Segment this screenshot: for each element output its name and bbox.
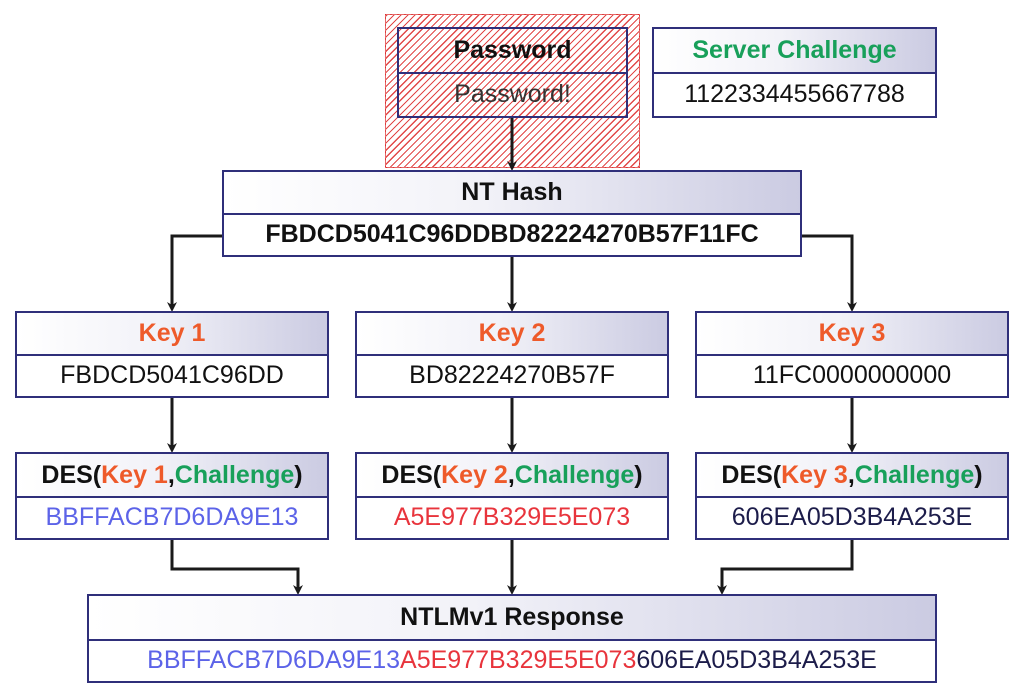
des3-suffix: ) <box>974 460 983 489</box>
des3-separator: , <box>847 460 855 489</box>
nt-hash-title: NT Hash <box>224 172 800 215</box>
des2-challenge-label: Challenge <box>514 460 635 489</box>
key1-value: FBDCD5041C96DD <box>60 361 284 389</box>
des3-prefix: DES( <box>721 460 782 489</box>
key1-box: Key 1 FBDCD5041C96DD <box>15 311 329 398</box>
key2-title: Key 2 <box>357 313 667 356</box>
ntlmv1-response-title: NTLMv1 Response <box>89 596 935 641</box>
des1-box: DES(Key 1, Challenge) BBFFACB7D6DA9E13 <box>15 452 329 540</box>
password-value: Password! <box>454 80 571 108</box>
arrow-nthash-to-key3 <box>801 234 857 312</box>
des1-prefix: DES( <box>41 460 102 489</box>
des1-title: DES(Key 1, Challenge) <box>17 454 327 498</box>
des2-box: DES(Key 2, Challenge) A5E977B329E5E073 <box>355 452 669 540</box>
arrow-des3-to-response <box>717 540 854 595</box>
key3-box: Key 3 11FC0000000000 <box>695 311 1009 398</box>
des1-value: BBFFACB7D6DA9E13 <box>45 503 299 531</box>
response-part-3: 606EA05D3B4A253E <box>636 646 877 674</box>
des2-separator: , <box>507 460 515 489</box>
des2-prefix: DES( <box>381 460 442 489</box>
response-part-2: A5E977B329E5E073 <box>400 646 637 674</box>
key2-value: BD82224270B57F <box>409 361 615 389</box>
arrow-des1-to-response <box>170 540 303 595</box>
key3-value: 11FC0000000000 <box>752 361 952 389</box>
arrow-nthash-to-key1 <box>167 234 222 312</box>
des1-challenge-label: Challenge <box>174 460 295 489</box>
password-box: Password Password! <box>397 27 628 118</box>
des3-key-label: Key 3 <box>781 460 848 489</box>
key3-title: Key 3 <box>697 313 1007 356</box>
password-title: Password <box>399 29 626 74</box>
des1-suffix: ) <box>294 460 303 489</box>
des1-separator: , <box>167 460 175 489</box>
des3-title: DES(Key 3, Challenge) <box>697 454 1007 498</box>
key1-title: Key 1 <box>17 313 327 356</box>
key2-box: Key 2 BD82224270B57F <box>355 311 669 398</box>
server-challenge-title: Server Challenge <box>654 29 935 74</box>
response-part-1: BBFFACB7D6DA9E13 <box>147 646 401 674</box>
des1-key-label: Key 1 <box>101 460 168 489</box>
des3-challenge-label: Challenge <box>854 460 975 489</box>
des2-value: A5E977B329E5E073 <box>393 503 631 531</box>
server-challenge-value: 1122334455667788 <box>684 80 905 108</box>
des2-suffix: ) <box>634 460 643 489</box>
nt-hash-box: NT Hash FBDCD5041C96DDBD82224270B57F11FC <box>222 170 802 257</box>
des2-title: DES(Key 2, Challenge) <box>357 454 667 498</box>
server-challenge-box: Server Challenge 1122334455667788 <box>652 27 937 118</box>
des3-box: DES(Key 3, Challenge) 606EA05D3B4A253E <box>695 452 1009 540</box>
des2-key-label: Key 2 <box>441 460 508 489</box>
des3-value: 606EA05D3B4A253E <box>731 503 973 531</box>
nt-hash-value: FBDCD5041C96DDBD82224270B57F11FC <box>265 220 759 248</box>
